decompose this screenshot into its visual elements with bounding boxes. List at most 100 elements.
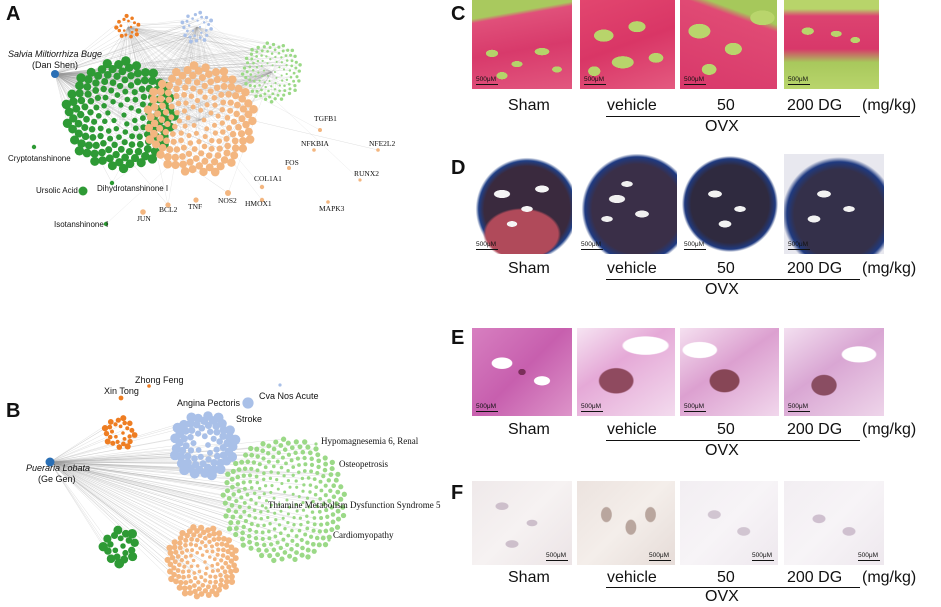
disease-node [251,69,255,72]
target-node [259,184,265,190]
disease-node [198,10,203,15]
target-node [202,94,208,100]
disease-node [248,545,254,551]
disease-node [275,477,279,482]
disease-node [255,66,259,69]
network-edge [49,461,278,543]
compound-node [98,148,106,157]
target-node [164,121,171,128]
disease-node [195,447,202,453]
disease-node [297,444,303,450]
network-edge [49,461,236,512]
compound-node [81,123,89,132]
compound-node [75,81,84,91]
disease-node [248,445,254,452]
disease-node [130,30,134,34]
caption-200dg: 200 DG [787,260,843,277]
target-node [187,584,193,591]
network-edge [196,26,265,83]
network-edge [49,461,109,552]
gene-label: TGFB1 [314,114,337,123]
network-edge [73,26,129,102]
compound-node [131,89,138,96]
disease-node [215,464,226,475]
target-node [218,577,224,583]
disease-node [294,502,298,507]
disease-node [273,97,277,101]
target-node [212,130,219,136]
disease-node [333,477,339,483]
compound-node [74,119,83,128]
compound-node [121,529,130,538]
target-node [201,529,207,536]
disease-node [273,511,277,515]
compound-node [74,146,85,156]
network-edge [49,461,211,577]
disease-node [253,84,257,88]
disease-node [279,556,285,562]
disease-node [242,66,247,70]
disease-node [258,552,265,559]
network-edge [127,26,186,127]
disease-node [230,434,241,445]
compound-node [114,60,124,69]
disease-node [201,433,208,440]
target-node [210,167,220,177]
disease-node [245,459,251,465]
compound-node [125,148,134,156]
target-node [219,106,226,113]
compound-node [100,139,107,147]
network-edge [49,461,270,556]
disease-node [205,442,211,448]
compound-node [61,99,72,110]
disease-node [314,485,319,489]
disease-node [266,509,270,513]
target-node [312,148,316,152]
target-node [171,565,177,571]
target-node [219,67,229,76]
compound-node [90,156,100,166]
disease-node [279,465,284,470]
network-edge [201,17,273,73]
target-node [184,77,192,85]
gene-label: FOS [285,158,299,167]
disease-node [290,59,294,63]
disease-node [293,88,297,92]
herb-b-common: (Ge Gen) [38,474,76,484]
target-node [162,128,170,136]
network-edge [49,461,300,531]
network-edge [127,26,265,71]
disease-node [257,462,262,467]
disease-node [134,32,139,37]
target-node [171,160,180,170]
disease-node [298,516,303,520]
disease-node [242,509,247,514]
compound-node [111,117,117,124]
herb-a-common: (Dan Shen) [32,60,78,70]
network-edge [54,35,195,75]
disease-node [328,472,334,477]
gene-label: MAPK3 [319,204,345,213]
target-node [183,537,189,543]
disease-node [115,417,121,423]
target-node [180,144,187,151]
disease-node [315,504,320,509]
target-node [191,558,196,563]
compound-node [97,125,104,132]
compound-node [112,150,120,159]
compound-node [148,68,158,78]
disease-node [207,449,213,456]
target-node [198,591,205,597]
network-edge [54,36,191,75]
target-node [140,209,146,215]
compound-node [136,133,143,140]
disease-node [257,71,260,74]
disease-node [131,432,138,438]
network-edge [127,26,133,137]
disease-node [210,459,218,467]
network-edge [49,461,180,588]
disease-node [265,41,270,45]
network-edge [49,438,176,463]
disease-node [278,84,281,87]
network-edge [196,26,268,44]
